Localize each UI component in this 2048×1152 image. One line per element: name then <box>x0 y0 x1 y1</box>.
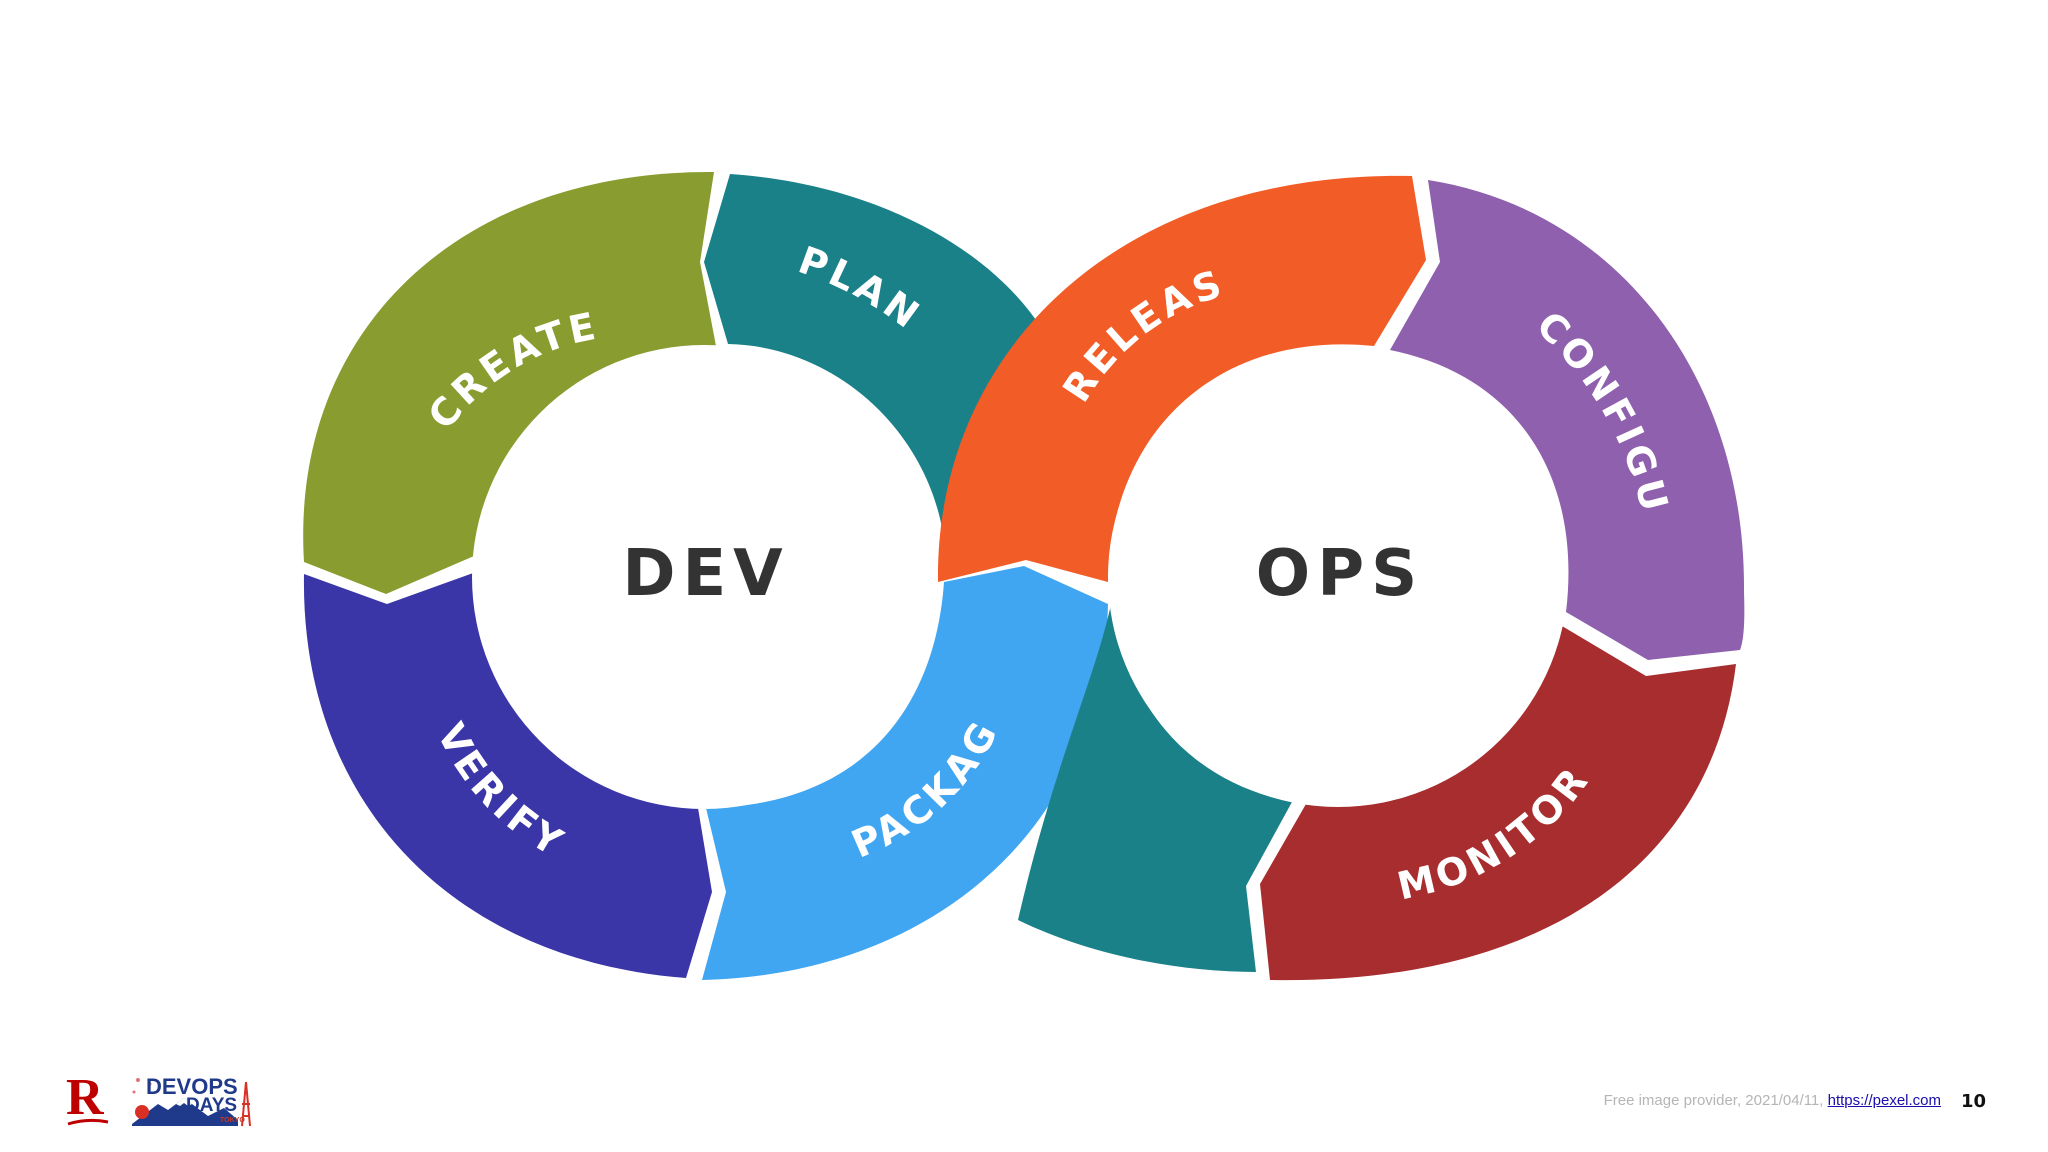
image-credit-link[interactable]: https://pexel.com <box>1827 1092 1941 1109</box>
rakuten-r-letter: R <box>66 1069 104 1126</box>
image-credit-text: Free image provider, 2021/04/11, <box>1603 1092 1824 1109</box>
rakuten-swoosh-icon <box>67 1118 109 1126</box>
segment-package <box>702 566 1108 980</box>
segment-release <box>937 175 1426 582</box>
page-number: 10 <box>1960 1091 1986 1112</box>
dev-center-circle <box>472 345 936 809</box>
mount-fuji-icon <box>132 1078 251 1127</box>
devops-logo-line2: DAYS <box>186 1095 238 1116</box>
devops-logo-line1: DEVOPS <box>146 1074 238 1099</box>
devops-logo-sub: TOKYO <box>220 1117 245 1124</box>
segment-configure <box>1390 180 1745 660</box>
dev-center-label: DEV <box>622 537 789 611</box>
segment-create <box>303 171 716 594</box>
rakuten-logo: R <box>66 1072 110 1130</box>
segment-verify <box>303 572 712 978</box>
segment-ops-teal <box>1018 600 1292 972</box>
ops-center-circle <box>1108 347 1568 807</box>
ops-center-label: OPS <box>1256 537 1424 611</box>
image-credit: Free image provider, 2021/04/11, https:/… <box>1604 1092 1941 1109</box>
segment-monitor <box>1260 626 1736 981</box>
devops-days-tokyo-logo: DEVOPS DAYS TOKYO <box>128 1074 258 1128</box>
